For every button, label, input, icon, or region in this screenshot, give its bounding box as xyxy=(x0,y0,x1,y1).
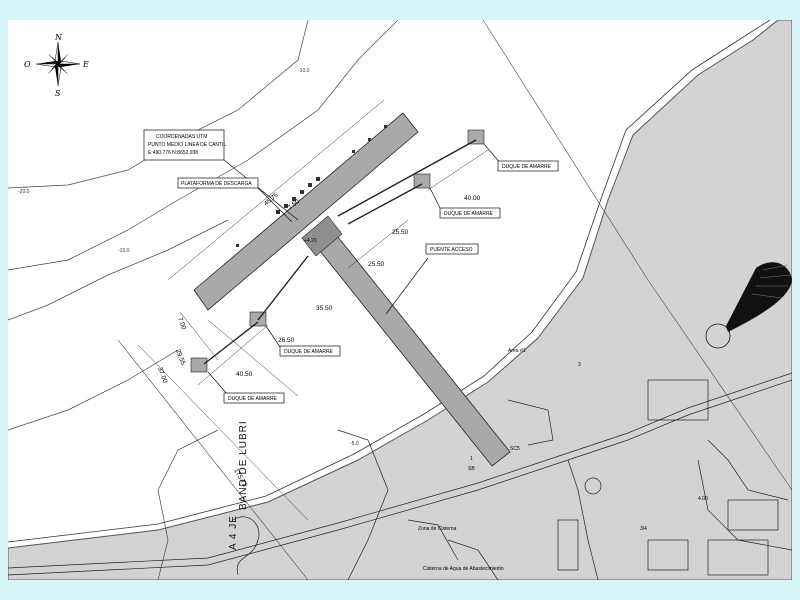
dimension-label: 7.00 xyxy=(176,316,187,331)
dolphin-label: DUQUE DE AMARRE xyxy=(444,211,494,217)
platform-callout: PLATAFORMA DE DESCARGA xyxy=(177,177,259,189)
compass-west: O xyxy=(24,60,31,69)
dolphin-callout: DUQUE DE AMARRE xyxy=(279,345,341,357)
mooring-dolphin xyxy=(413,173,431,189)
coordinates-values: E:490.776 N:8652.938 xyxy=(148,150,198,156)
dolphin-label: DUQUE DE AMARRE xyxy=(284,349,334,355)
site-text: Area #1 xyxy=(508,348,526,354)
contour-label: -5.0 xyxy=(350,441,359,447)
land-area xyxy=(8,20,792,580)
dolphin-callout: DUQUE DE AMARRE xyxy=(497,160,559,172)
dimension-label: 35.50 xyxy=(316,305,333,312)
dolphin-label: DUQUE DE AMARRE xyxy=(228,396,278,402)
station-label: +4.20 xyxy=(304,238,317,244)
site-plan-frame: -20.0 -15.0 -10.0 -5.0 Zona de Cisterna … xyxy=(8,20,792,580)
survey-lines xyxy=(117,20,792,580)
dimension-label: 37.00 xyxy=(156,366,168,384)
land-features xyxy=(8,372,792,580)
platform-connector xyxy=(301,215,343,257)
coordinates-title: COORDENADAS UTM xyxy=(156,134,207,140)
dimension-label: 40.00 xyxy=(464,195,481,202)
mooring-dolphin xyxy=(190,357,208,373)
mooring-dolphin xyxy=(467,129,485,145)
unloading-platform xyxy=(193,112,419,311)
beach-label: A 4 JE xyxy=(228,515,239,550)
pier-tag: SC5 xyxy=(510,446,520,452)
platform-bollards xyxy=(236,125,387,247)
shoreline xyxy=(8,20,771,543)
view-marker xyxy=(705,262,792,349)
dolphin-label: DUQUE DE AMARRE xyxy=(502,164,552,170)
coordinates-subtitle: PUNTO MEDIO LINEA DE CANTIL xyxy=(148,142,226,148)
contour-label: -15.0 xyxy=(118,248,130,254)
compass-south: S xyxy=(55,89,61,98)
platform-label: PLATAFORMA DE DESCARGA xyxy=(181,181,252,187)
site-text: Zona de Cisterna xyxy=(418,526,457,532)
contour-label: -10.0 xyxy=(298,68,310,74)
dimension-label: 40.50 xyxy=(236,371,253,378)
dimension-label: 25.50 xyxy=(392,229,409,236)
site-text: 3 xyxy=(578,362,581,368)
coordinates-callout: COORDENADAS UTM PUNTO MEDIO LINEA DE CAN… xyxy=(143,129,226,161)
access-bridge-label: PUENTE ACCESO xyxy=(430,247,473,253)
site-text: 4.00 xyxy=(698,496,708,502)
site-text: Cisterna de Agua de Abastecimiento xyxy=(423,566,504,572)
compass-north: N xyxy=(54,33,63,42)
dimension-label: 29.55 xyxy=(174,348,186,366)
site-text: SB xyxy=(468,466,475,472)
compass-east: E xyxy=(82,60,89,69)
access-bridge-callout: PUENTE ACCESO xyxy=(425,243,479,255)
compass-rose: N S E O xyxy=(24,33,89,98)
pier-site-plan: -20.0 -15.0 -10.0 -5.0 Zona de Cisterna … xyxy=(8,20,792,580)
dolphin-callout: DUQUE DE AMARRE xyxy=(223,392,285,404)
contour-label: -20.0 xyxy=(18,189,30,195)
dimension-lines xyxy=(137,99,489,521)
beach-label: BAND DE LUBRI xyxy=(238,420,249,510)
dolphin-callout: DUQUE DE AMARRE xyxy=(439,207,501,219)
dimension-label: 26.50 xyxy=(278,337,295,344)
dimension-label: 25.50 xyxy=(368,261,385,268)
site-text: 3/4 xyxy=(640,526,647,532)
catwalks xyxy=(203,139,477,365)
site-text: 1 xyxy=(470,456,473,462)
